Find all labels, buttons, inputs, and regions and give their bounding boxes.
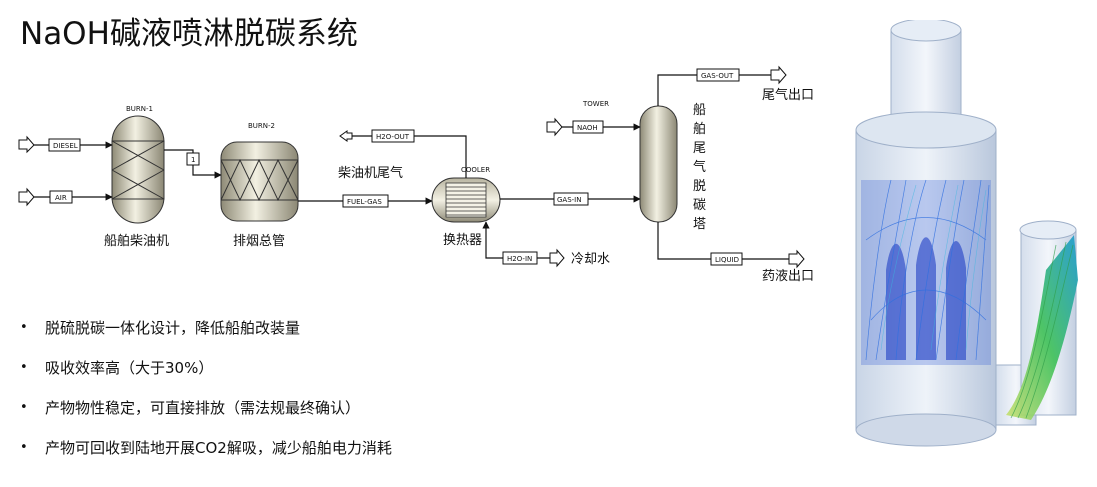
heat-exchanger-label: 换热器 (443, 233, 482, 248)
svg-text:碳: 碳 (693, 198, 706, 213)
burn2-tag: BURN-2 (248, 122, 275, 130)
bullet-item: •产物物性稳定，可直接排放（需法规最终确认） (20, 399, 361, 417)
diesel-feed-arrow-icon (18, 135, 35, 154)
svg-text:AIR: AIR (55, 194, 67, 202)
stream-tag-diesel (48, 138, 81, 152)
bullet-marker: • (20, 440, 28, 455)
svg-text:船: 船 (693, 103, 706, 118)
cooler-exchanger (431, 177, 501, 223)
tower-vertical-label: 船 舶 尾 气 脱 碳 塔 (693, 103, 706, 232)
liquid-out-arrow-icon (788, 249, 805, 269)
cfd-tower-render (855, 20, 1078, 447)
burn1-tag: BURN-1 (126, 105, 153, 113)
svg-text:舶: 舶 (693, 121, 706, 137)
svg-text:FUEL-GAS: FUEL-GAS (347, 198, 382, 206)
stream-tag-liquid (710, 252, 743, 266)
bullet-marker: • (20, 320, 28, 335)
cooler-tag: COOLER (461, 166, 490, 174)
tower-tag: TOWER (582, 100, 609, 108)
h2o-out-arrow-icon (339, 130, 353, 142)
feature-bullet-list: •脱硫脱碳一体化设计，降低船舶改装量 •吸收效率高（大于30%） •产物物性稳定… (20, 318, 392, 478)
stream-tag-gas-out (696, 68, 740, 82)
stream-tag-1 (186, 152, 200, 166)
cooling-water-label: 冷却水 (571, 252, 610, 267)
liquid-outlet-label: 药液出口 (762, 269, 814, 284)
svg-text:尾: 尾 (693, 141, 706, 156)
svg-text:LIQUID: LIQUID (715, 256, 739, 264)
stream-tag-gas-in (553, 192, 589, 206)
process-flowsheet: BURN-1 船舶柴油机 DIESEL AIR 1 BURN-2 排烟总管 FU… (18, 65, 814, 284)
gas-out-arrow-icon (770, 65, 787, 85)
svg-text:塔: 塔 (693, 217, 706, 232)
stream-tag-naoh (572, 120, 604, 134)
stream-tag-h2o-in (502, 251, 538, 265)
bullet-marker: • (20, 360, 28, 375)
stream-tag-air (49, 190, 73, 204)
svg-text:脱: 脱 (693, 179, 706, 194)
stream-tag-h2o-out (371, 129, 415, 143)
stream-tag-fuel-gas (342, 194, 389, 208)
diesel-exhaust-label: 柴油机尾气 (338, 165, 403, 181)
air-feed-arrow-icon (18, 187, 35, 207)
svg-text:H2O-IN: H2O-IN (507, 255, 532, 263)
engine-label: 船舶柴油机 (104, 233, 169, 249)
h2o-in-arrow-icon (549, 248, 565, 268)
bullet-item: •脱硫脱碳一体化设计，降低船舶改装量 (20, 319, 301, 337)
burn2-vessel (220, 141, 299, 222)
svg-text:H2O-OUT: H2O-OUT (376, 133, 410, 141)
burn1-vessel (111, 115, 165, 224)
svg-text:GAS-OUT: GAS-OUT (701, 72, 734, 80)
svg-text:气: 气 (693, 159, 706, 175)
bullet-marker: • (20, 400, 28, 415)
bullet-item: •吸收效率高（大于30%） (20, 359, 214, 377)
bullet-item: •产物可回收到陆地开展CO2解吸，减少船舶电力消耗 (20, 439, 392, 457)
tail-gas-outlet-label: 尾气出口 (762, 87, 814, 103)
svg-text:1: 1 (191, 156, 195, 164)
svg-text:NAOH: NAOH (577, 124, 598, 132)
absorption-tower (639, 105, 678, 223)
slide-title: NaOH碱液喷淋脱碳系统 (20, 16, 358, 52)
svg-text:GAS-IN: GAS-IN (557, 196, 581, 204)
exhaust-main-label: 排烟总管 (233, 234, 285, 249)
svg-text:DIESEL: DIESEL (53, 142, 78, 150)
naoh-feed-arrow-icon (546, 117, 563, 137)
